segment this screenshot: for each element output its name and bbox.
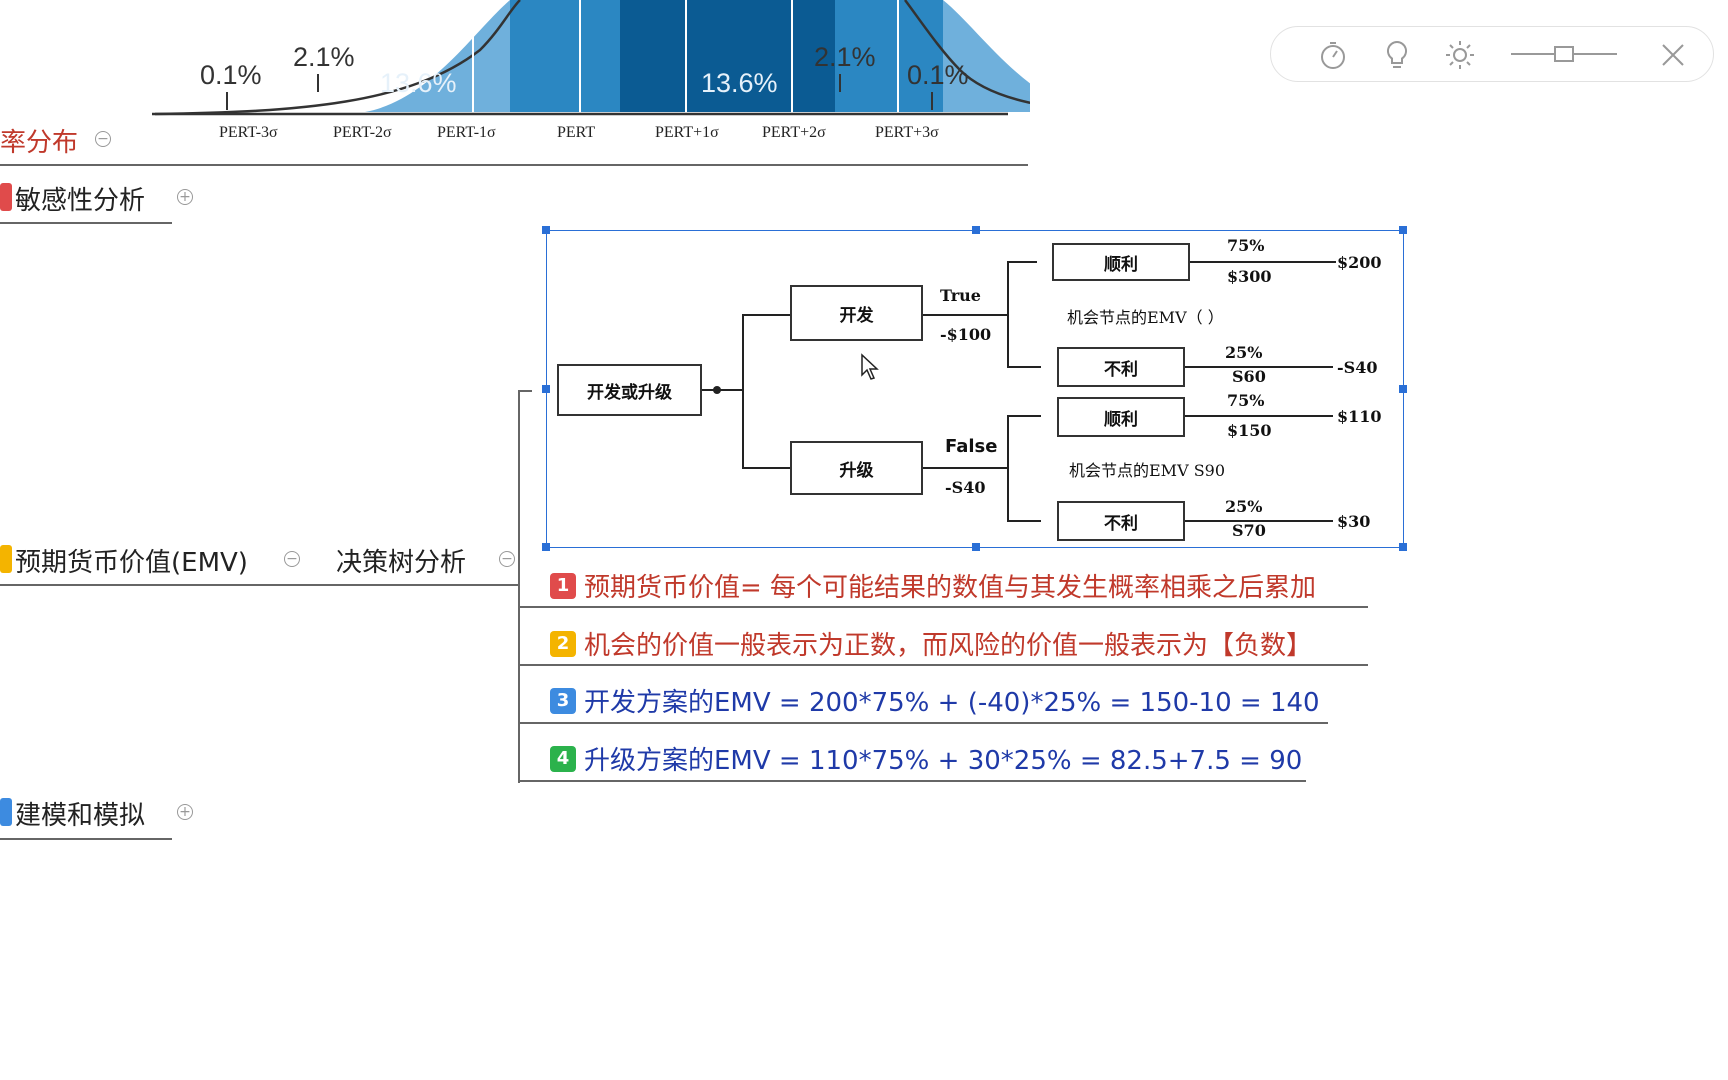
tree-upgrade-box: 升级 (790, 441, 923, 495)
resize-handle[interactable] (1399, 543, 1407, 551)
badge-3-icon: 3 (550, 687, 576, 714)
badge-2-icon: 2 (550, 630, 576, 657)
resize-handle[interactable] (1399, 226, 1407, 234)
axis-label: PERT+3σ (875, 124, 939, 141)
branch-line (0, 164, 1028, 166)
tree-prob: 75% (1227, 236, 1265, 255)
collapse-toggle-icon[interactable]: − (95, 131, 111, 147)
tree-dev-unfavorable-box: 不利 (1057, 347, 1185, 387)
badge-4-icon: 4 (550, 745, 576, 772)
note-4[interactable]: 4 升级方案的EMV = 110*75% + 30*25% = 82.5+7.5… (550, 740, 1302, 777)
axis-label: PERT-1σ (437, 124, 496, 141)
note-1[interactable]: 1 预期货币价值= 每个可能结果的数值与其发生概率相乘之后累加 (550, 567, 1316, 604)
tree-root-box: 开发或升级 (557, 364, 702, 416)
tag-yellow-icon (0, 545, 12, 573)
branch-line (0, 838, 172, 840)
presentation-toolbar (1270, 26, 1714, 82)
brightness-icon[interactable] (1444, 39, 1476, 71)
pct-left-outer: 0.1% (200, 60, 262, 90)
branch-line (282, 584, 518, 586)
node-sensitivity-analysis[interactable]: 敏感性分析 (15, 186, 146, 216)
tree-outcome: $30 (1337, 512, 1371, 531)
node-emv[interactable]: 预期货币价值(EMV) (15, 548, 248, 578)
tree-prob: 75% (1227, 391, 1265, 410)
pct-left-13: 13.6% (380, 68, 457, 98)
axis-label: PERT (557, 124, 595, 141)
tree-outcome: -S40 (1337, 358, 1378, 377)
axis-label: PERT-3σ (219, 124, 278, 141)
branch-line (518, 722, 1328, 724)
tree-chance-emv: 机会节点的EMV（ ） (1067, 308, 1224, 327)
tree-develop-cost: -$100 (940, 325, 992, 344)
timer-icon[interactable] (1317, 39, 1349, 71)
collapse-toggle-icon[interactable]: − (284, 551, 300, 567)
pct-right-2: 2.1% (814, 42, 876, 72)
region-center (620, 0, 835, 112)
connector-vertical (518, 390, 520, 783)
resize-handle[interactable] (1399, 385, 1407, 393)
region-1sigma-left (510, 0, 620, 112)
tree-outcome: $110 (1337, 407, 1382, 426)
badge-1-icon: 1 (550, 572, 576, 599)
resize-handle[interactable] (972, 226, 980, 234)
tree-false-label: False (945, 436, 998, 457)
tree-dev-favorable-box: 顺利 (1052, 243, 1190, 281)
axis-label: PERT+2σ (762, 124, 826, 141)
region-2sigma-right (943, 0, 1030, 112)
tree-prob: 25% (1225, 497, 1263, 516)
mouse-cursor-icon (861, 353, 879, 380)
pct-left-2: 2.1% (293, 42, 355, 72)
resize-handle[interactable] (972, 543, 980, 551)
decision-tree-image[interactable]: 开发或升级 开发 升级 顺利 不利 顺利 不利 True -$100 False… (542, 226, 1407, 551)
expand-toggle-icon[interactable]: + (177, 189, 193, 205)
tree-true-label: True (940, 286, 981, 305)
branch-line (518, 606, 1368, 608)
expand-toggle-icon[interactable]: + (177, 804, 193, 820)
connector-tick (518, 390, 532, 392)
zoom-slider-thumb[interactable] (1554, 46, 1574, 62)
branch-line (0, 584, 282, 586)
note-3-text: 开发方案的EMV = 200*75% + (-40)*25% = 150-10 … (584, 688, 1320, 718)
pct-right-13: 13.6% (701, 68, 778, 98)
normal-distribution-chart: 0.1% 2.1% 13.6% 13.6% 2.1% 0.1% PERT-3σ … (152, 0, 1030, 141)
note-2[interactable]: 2 机会的价值一般表示为正数，而风险的价值一般表示为【负数】 (550, 625, 1312, 662)
node-probability-distribution[interactable]: 率分布 (0, 128, 79, 158)
note-4-text: 升级方案的EMV = 110*75% + 30*25% = 82.5+7.5 =… (584, 746, 1303, 776)
tree-upgrade-cost: -S40 (945, 478, 986, 497)
lightbulb-icon[interactable] (1381, 39, 1413, 71)
tree-value: $150 (1227, 421, 1272, 440)
resize-handle[interactable] (542, 226, 550, 234)
branch-line (0, 222, 172, 224)
axis-label: PERT-2σ (333, 124, 392, 141)
note-2-text: 机会的价值一般表示为正数，而风险的价值一般表示为【负数】 (584, 631, 1313, 661)
branch-line (518, 664, 1368, 666)
tree-up-favorable-box: 顺利 (1057, 397, 1185, 437)
collapse-toggle-icon[interactable]: − (499, 551, 515, 567)
region-1sigma-right (835, 0, 943, 112)
tree-prob: 25% (1225, 343, 1263, 362)
pct-right-outer: 0.1% (907, 60, 969, 90)
axis-label: PERT+1σ (655, 124, 719, 141)
note-3[interactable]: 3 开发方案的EMV = 200*75% + (-40)*25% = 150-1… (550, 682, 1320, 719)
tree-develop-box: 开发 (790, 285, 923, 341)
resize-handle[interactable] (542, 543, 550, 551)
tree-value: S60 (1232, 367, 1266, 386)
branch-line (518, 780, 1306, 782)
tree-outcome: $200 (1337, 253, 1382, 272)
tag-blue-icon (0, 798, 12, 826)
tree-value: S70 (1232, 521, 1266, 540)
node-modeling-simulation[interactable]: 建模和模拟 (15, 801, 146, 831)
tree-up-unfavorable-box: 不利 (1057, 501, 1185, 541)
note-1-text: 预期货币价值= 每个可能结果的数值与其发生概率相乘之后累加 (584, 573, 1317, 603)
tag-red-icon (0, 183, 12, 211)
node-decision-tree-analysis[interactable]: 决策树分析 (336, 548, 467, 578)
resize-handle[interactable] (542, 385, 550, 393)
tree-value: $300 (1227, 267, 1272, 286)
close-icon[interactable] (1657, 39, 1689, 71)
tree-chance-emv: 机会节点的EMV S90 (1069, 461, 1226, 480)
